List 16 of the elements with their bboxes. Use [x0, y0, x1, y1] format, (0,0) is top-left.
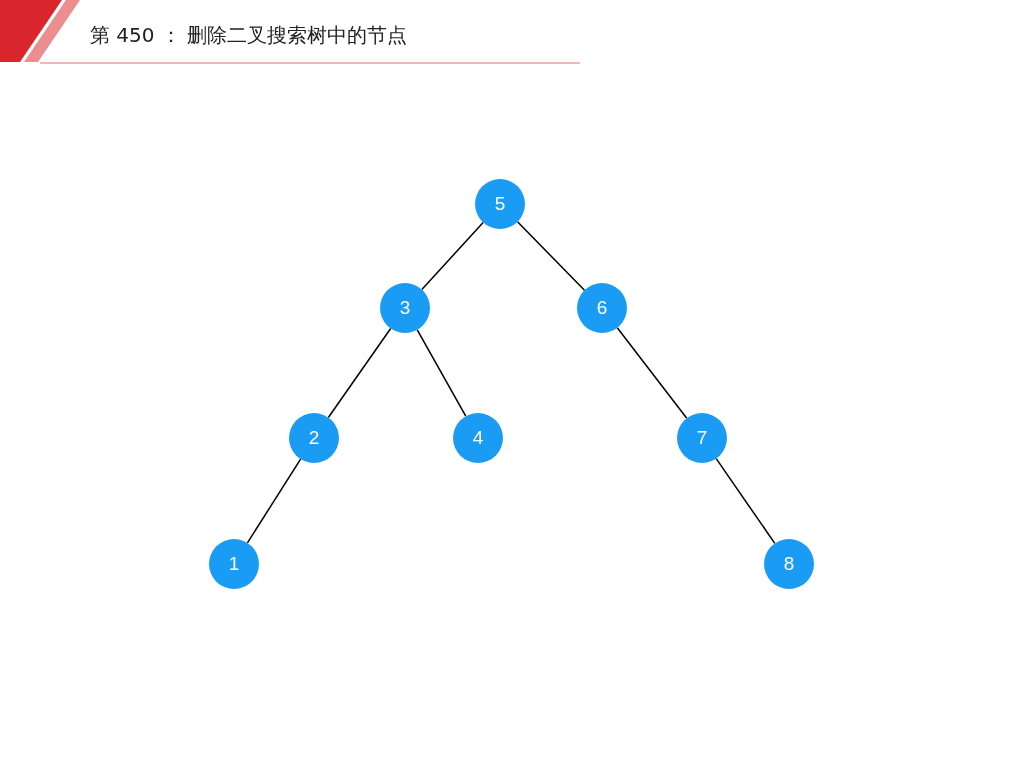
tree-edge: [516, 221, 586, 291]
tree-node: 7: [677, 413, 727, 463]
tree-edge: [416, 329, 467, 417]
tree-edge: [616, 327, 688, 419]
tree-node: 3: [380, 283, 430, 333]
tree-node: 8: [764, 539, 814, 589]
tree-node: 5: [475, 179, 525, 229]
tree-edge: [421, 221, 484, 291]
tree-node: 6: [577, 283, 627, 333]
tree-edge: [246, 458, 302, 544]
tree-edge: [327, 327, 392, 419]
title: 第 450 ： 删除二叉搜索树中的节点: [90, 22, 408, 49]
tree-edge: [715, 457, 776, 545]
tree-node: 1: [209, 539, 259, 589]
tree-node: 4: [453, 413, 503, 463]
tree-node: 2: [289, 413, 339, 463]
